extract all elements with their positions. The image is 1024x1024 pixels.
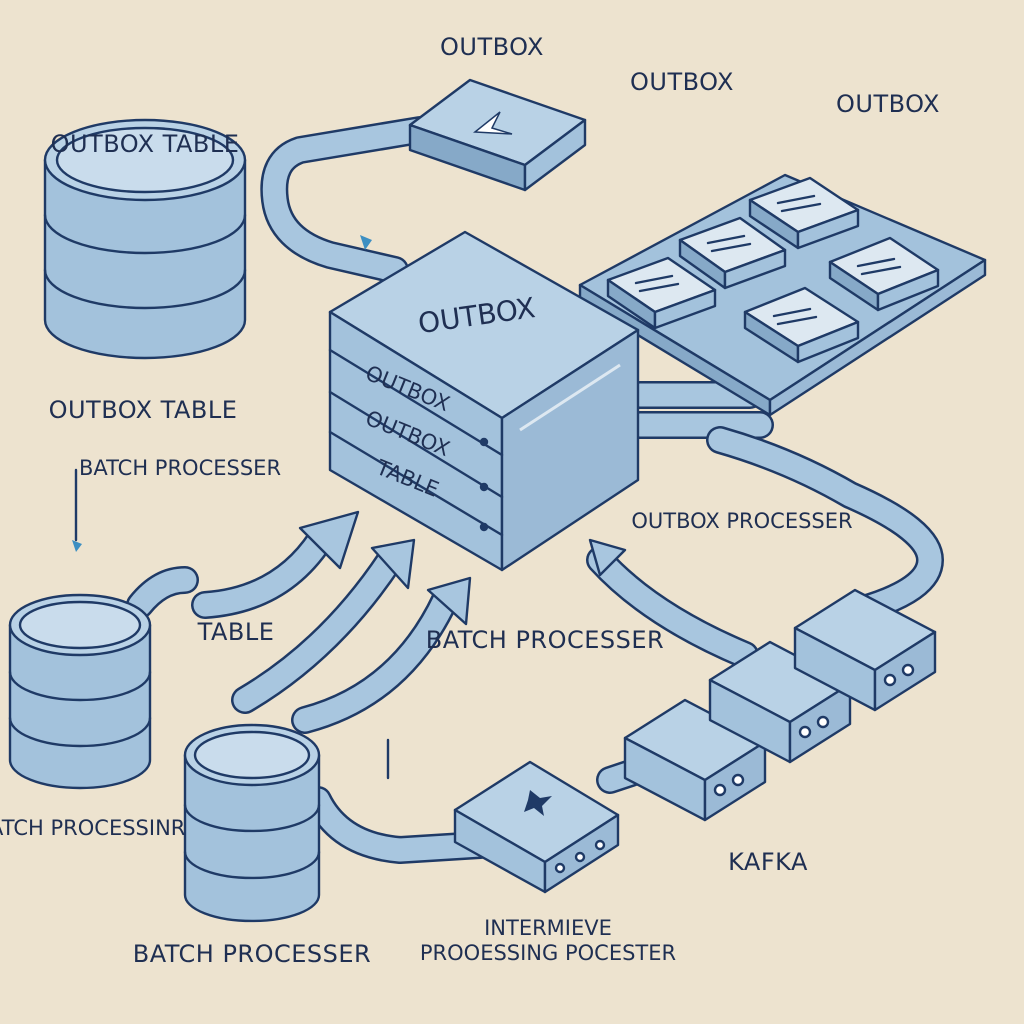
decorative-marks xyxy=(72,235,390,780)
tray-slot xyxy=(743,286,860,364)
kafka-broker xyxy=(793,588,937,712)
label-batch-processer-bottom: BATCH PROCESSER xyxy=(133,940,371,968)
label-batch-processinr: BATCH PROCESSINR xyxy=(0,816,185,840)
outbox-tile xyxy=(408,78,587,192)
kafka-broker xyxy=(708,640,852,764)
label-db-top-face: OUTBOX TABLE xyxy=(51,130,240,158)
label-batch-processer-left: BATCH PROCESSER xyxy=(79,456,281,480)
outbox-table-database xyxy=(43,118,247,360)
label-outbox-top-center: OUTBOX xyxy=(440,33,544,61)
outbox-tray xyxy=(578,173,987,417)
table-database xyxy=(8,593,152,790)
batch-processer-database xyxy=(183,723,321,923)
upward-arrows xyxy=(191,510,627,734)
tray-slot xyxy=(678,216,787,290)
star-icon xyxy=(524,790,552,816)
label-outbox-table-caption: OUTBOX TABLE xyxy=(49,396,238,424)
label-outbox-top-right: OUTBOX xyxy=(836,90,940,118)
label-batch-processer-center: BATCH PROCESSER xyxy=(426,626,664,654)
tray-slot xyxy=(748,176,860,250)
kafka-broker xyxy=(623,698,767,822)
label-outbox-processer: OUTBOX PROCESSER xyxy=(631,509,852,533)
tray-slot xyxy=(606,256,717,330)
tile-arrow-icon xyxy=(472,111,513,135)
intermediate-processor-box xyxy=(453,760,620,894)
label-outbox-top-mid: OUTBOX xyxy=(630,68,734,96)
outbox-cube xyxy=(328,230,640,572)
label-kafka: KAFKA xyxy=(728,848,808,876)
tray-slot xyxy=(828,236,940,312)
label-table-left: TABLE xyxy=(197,618,275,646)
